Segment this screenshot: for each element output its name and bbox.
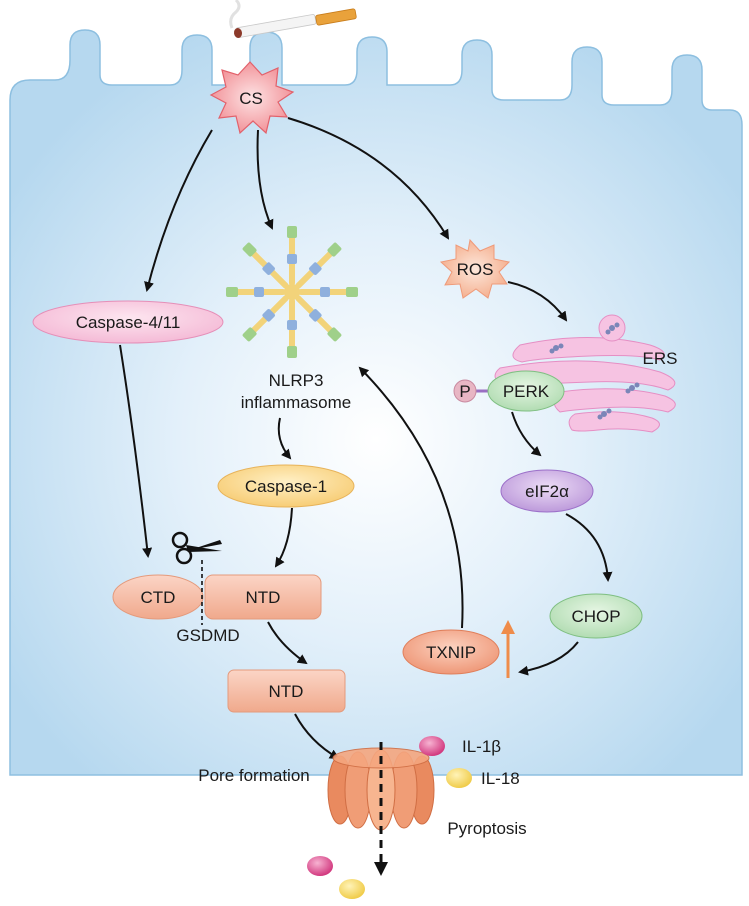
arrow-ros-to-ers xyxy=(507,281,568,322)
arrow-cs-to-nlrp3 xyxy=(256,129,274,230)
upregulation-arrow-icon xyxy=(501,620,515,678)
arrow-eif2a-to-chop xyxy=(565,513,613,582)
cs-star xyxy=(209,61,295,135)
gsdmd-ctd-label: CTD xyxy=(141,588,176,607)
arrow-cs-to-caspase411 xyxy=(144,129,213,292)
il1b-icon xyxy=(419,736,445,756)
caspase411-label: Caspase-4/11 xyxy=(76,313,181,332)
chop-label: CHOP xyxy=(571,607,620,626)
gsdmd-label: GSDMD xyxy=(176,626,239,645)
gsdmd-ntd-segment xyxy=(204,574,322,620)
il1b-label: IL-1β xyxy=(462,737,501,756)
caspase1-node xyxy=(217,464,355,508)
txnip-node xyxy=(402,629,500,675)
pyroptosis-label: Pyroptosis xyxy=(447,819,526,838)
phospho-node xyxy=(453,379,477,403)
cs-label: CS xyxy=(239,89,263,108)
arrow-caspase1-to-gsdmd xyxy=(274,507,293,568)
gsdmd-ntd-label: NTD xyxy=(246,588,281,607)
endoplasmic-reticulum-icon xyxy=(494,314,676,433)
gsdmd-pore-icon xyxy=(327,747,435,831)
ers-label: ERS xyxy=(643,349,678,368)
perk-label: PERK xyxy=(503,382,550,401)
il18-label: IL-18 xyxy=(481,769,520,788)
arrow-ntd-to-pore xyxy=(294,713,340,759)
arrow-nlrp3-to-caspase1 xyxy=(277,417,292,460)
ntd-free-node xyxy=(227,669,346,713)
caspase1-label: Caspase-1 xyxy=(245,477,327,496)
released-il18-icon xyxy=(339,879,365,899)
nlrp3-label-line1: NLRP3 xyxy=(269,371,324,390)
pore-formation-label: Pore formation xyxy=(198,766,310,785)
ntd-free-label: NTD xyxy=(269,682,304,701)
release-arrow-head xyxy=(374,862,388,876)
ros-star xyxy=(439,238,511,299)
released-il1b-icon xyxy=(307,856,333,876)
arrow-txnip-to-nlrp3 xyxy=(358,366,464,629)
chop-node xyxy=(549,593,643,639)
nlrp3-label-line2: inflammasome xyxy=(241,393,352,412)
txnip-label: TXNIP xyxy=(426,643,476,662)
cigarette-icon xyxy=(229,0,357,38)
arrow-gsdmd-to-ntd xyxy=(267,621,308,665)
gsdmd-ctd-segment xyxy=(112,574,204,620)
scissors-icon xyxy=(171,531,222,565)
arrow-perk-to-eif2a xyxy=(511,411,542,457)
perk-node xyxy=(487,370,565,412)
eif2a-label: eIF2α xyxy=(525,482,569,501)
arrow-chop-to-txnip xyxy=(518,641,579,676)
caspase411-node xyxy=(32,300,224,344)
ros-label: ROS xyxy=(457,260,494,279)
arrow-caspase411-to-gsdmd xyxy=(119,344,153,558)
phospho-label: P xyxy=(459,382,470,401)
eif2a-node xyxy=(500,469,594,513)
arrow-cs-to-ros xyxy=(287,117,450,240)
nlrp3-inflammasome-icon xyxy=(226,226,358,358)
il18-icon xyxy=(446,768,472,788)
